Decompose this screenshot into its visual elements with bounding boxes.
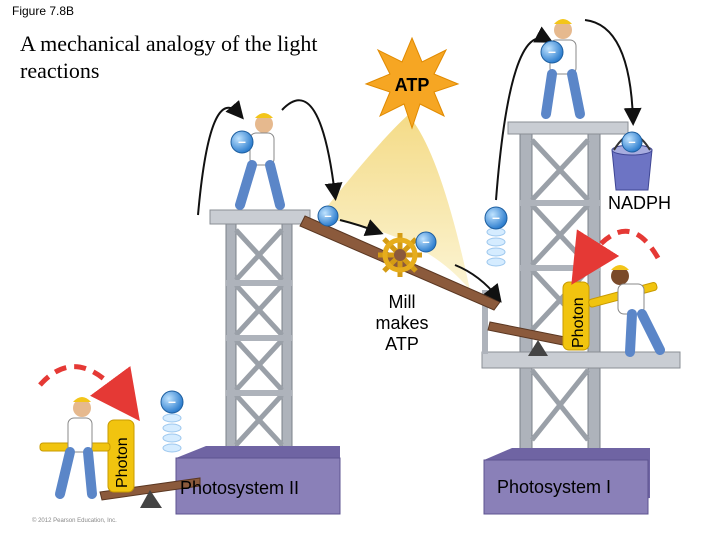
svg-text:–: – [168, 393, 176, 409]
mill-wheel [378, 233, 422, 277]
electron-right-launch: – [484, 206, 508, 230]
worker-tower-1-top [541, 19, 585, 119]
photosystem-2-label: Photosystem II [180, 478, 300, 498]
electron-on-ramp: – [317, 205, 339, 227]
worker-tower-2-top [235, 113, 285, 210]
platform-photosystem-2 [175, 446, 341, 515]
electron-trail-left [162, 413, 182, 453]
electron-worker-1: – [540, 40, 564, 64]
arrow-to-mill [339, 219, 384, 237]
svg-text:–: – [422, 234, 429, 249]
mill-label: Mill makes ATP [375, 292, 429, 354]
svg-text:–: – [324, 208, 331, 223]
copyright-notice: © 2012 Pearson Education, Inc. [32, 518, 117, 524]
atp-star [364, 36, 460, 130]
worker-left-photon [55, 397, 97, 499]
svg-text:–: – [628, 134, 635, 149]
electron-left-launch: – [160, 390, 184, 414]
arrow-to-ramp [281, 99, 343, 201]
arrow-left-up [197, 100, 244, 216]
svg-text:–: – [548, 43, 556, 59]
red-dashed-arc-left [38, 364, 140, 422]
seesaw-left [99, 477, 201, 508]
electron-near-mill: – [415, 231, 437, 253]
tower-photosystem-2 [209, 209, 311, 453]
electron-bucket: – [621, 131, 643, 153]
atp-star-label: ATP [395, 75, 430, 95]
worker-right-photon [611, 265, 665, 357]
figure-label: Figure 7.8B [12, 4, 75, 18]
nadph-label: NADPH [608, 193, 672, 213]
platform-photosystem-1 [483, 448, 650, 515]
svg-text:–: – [238, 133, 246, 149]
photon-label-right: Photon [570, 297, 587, 348]
arrow-to-bucket [584, 19, 642, 126]
electron-worker-2: – [230, 130, 254, 154]
electron-trail-right [486, 227, 506, 267]
diagram-title: A mechanical analogy of the light reacti… [20, 31, 318, 83]
photosystem-1-label: Photosystem I [497, 477, 612, 497]
svg-text:–: – [492, 209, 500, 225]
red-dashed-arc-right [571, 229, 661, 285]
photon-label-left: Photon [114, 437, 131, 488]
arrow-right-up [495, 26, 554, 201]
arrow-down-ramp [454, 264, 502, 303]
